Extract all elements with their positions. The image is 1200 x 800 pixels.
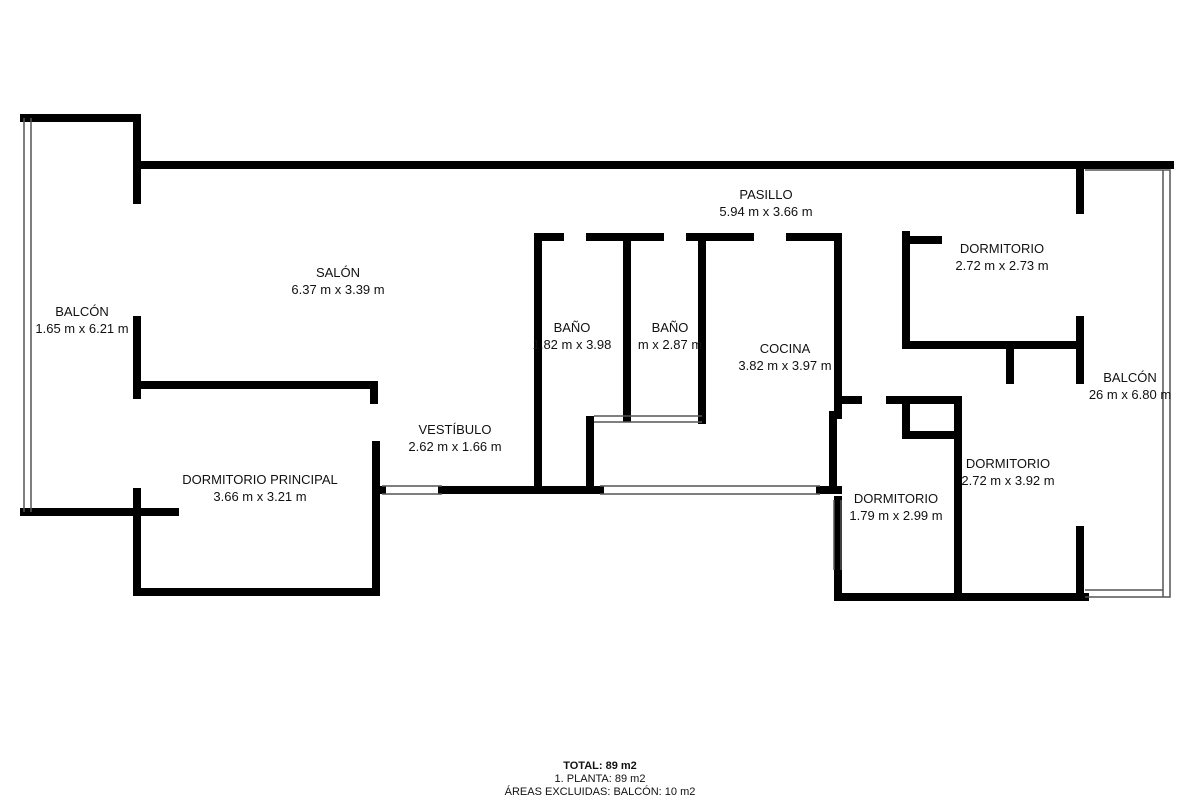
window [833, 500, 842, 570]
room-label-dormitorio-1: DORMITORIO 2.72 m x 2.73 m [955, 240, 1048, 274]
wall [836, 396, 962, 594]
room-label-pasillo: PASILLO 5.94 m x 3.66 m [719, 186, 812, 220]
room-name: BAÑO [553, 320, 591, 335]
room-label-balcon-right: BALCÓN 26 m x 6.80 m [1089, 369, 1171, 403]
room-size: 1.82 m x 3.98 [532, 337, 612, 352]
excluded-areas: ÁREAS EXCLUIDAS: BALCÓN: 10 m2 [504, 786, 696, 798]
wall [902, 231, 1084, 349]
window [382, 485, 442, 495]
balcony-railing-left [23, 118, 32, 512]
room-name: SALÓN [315, 265, 361, 280]
wall [133, 381, 378, 404]
room-name: BAÑO [651, 320, 689, 335]
room-label-balcon-left: BALCÓN 1.65 m x 6.21 m [35, 303, 128, 337]
room-label-salon: SALÓN 6.37 m x 3.39 m [291, 264, 384, 298]
room-label-bano-1: BAÑO 1.82 m x 3.98 [533, 319, 612, 353]
room-label-dormitorio-3: DORMITORIO 1.79 m x 2.99 m [849, 490, 942, 524]
room-name: PASILLO [739, 187, 793, 202]
balcony-railing-right [1085, 169, 1171, 598]
wall [133, 441, 380, 596]
room-label-dormitorio-2: DORMITORIO 2.72 m x 3.92 m [961, 455, 1054, 489]
room-size: m x 2.87 m [637, 337, 703, 352]
room-name: DORMITORIO PRINCIPAL [182, 472, 338, 487]
room-size: 1.65 m x 6.21 m [35, 321, 129, 336]
wall [902, 396, 954, 439]
room-size: 2.62 m x 1.66 m [408, 439, 502, 454]
room-name: DORMITORIO [959, 241, 1045, 256]
room-size: 3.82 m x 3.97 m [738, 358, 832, 373]
room-name: BALCÓN [1103, 370, 1157, 385]
room-label-bano-2: BAÑO m x 2.87 m [638, 319, 702, 353]
total-area: TOTAL: 89 m2 [563, 760, 637, 772]
room-name: VESTÍBULO [418, 422, 492, 437]
floor-area: 1. PLANTA: 89 m2 [554, 773, 646, 785]
room-size: 2.72 m x 2.73 m [955, 258, 1049, 273]
room-name: DORMITORIO [965, 456, 1051, 471]
room-name: DORMITORIO [853, 491, 939, 506]
wall [834, 496, 1089, 601]
room-size: 5.94 m x 3.66 m [719, 204, 813, 219]
window [594, 415, 702, 423]
room-size: 2.72 m x 3.92 m [961, 473, 1055, 488]
room-label-dormitorio-principal: DORMITORIO PRINCIPAL 3.66 m x 3.21 m [182, 471, 338, 505]
room-label-vestibulo: VESTÍBULO 2.62 m x 1.66 m [408, 421, 501, 455]
room-name: BALCÓN [55, 304, 109, 319]
room-size: 6.37 m x 3.39 m [291, 282, 385, 297]
room-size: 3.66 m x 3.21 m [213, 489, 307, 504]
room-label-cocina: COCINA 3.82 m x 3.97 m [738, 340, 831, 374]
room-size: 1.79 m x 2.99 m [849, 508, 943, 523]
room-name: COCINA [759, 341, 811, 356]
room-size: 26 m x 6.80 m [1088, 387, 1172, 402]
wall [20, 114, 141, 204]
window [600, 485, 820, 495]
